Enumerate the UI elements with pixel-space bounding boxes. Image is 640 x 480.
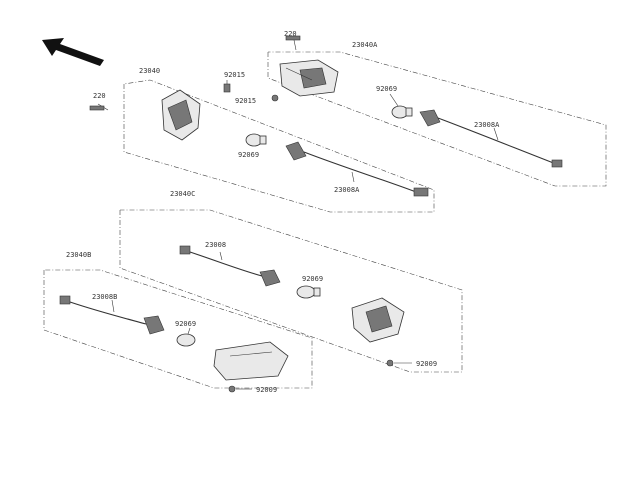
bulb-92069-d xyxy=(176,327,196,347)
label-92015-b-mid: 92015 xyxy=(235,97,256,105)
lens-23040C xyxy=(351,297,405,343)
screw-92015-b xyxy=(223,80,231,93)
socket-23008A-a xyxy=(419,109,563,168)
bulb-92069-c xyxy=(296,285,321,299)
label-23008A-a: 23008A xyxy=(474,121,500,129)
label-220-a: 220 xyxy=(284,30,297,38)
assembly-23040B: 23040B 23008B 92069 92009 xyxy=(43,251,313,394)
label-23008A-b: 23008A xyxy=(334,186,360,194)
nut-92015-b xyxy=(271,94,279,102)
label-92069-d: 92069 xyxy=(175,320,196,328)
screw-220-b xyxy=(89,103,109,111)
label-23040A-a: 23040A xyxy=(352,41,378,49)
lens-23040 xyxy=(161,89,201,141)
lens-23040B xyxy=(213,341,289,381)
label-92069-a: 92069 xyxy=(376,85,397,93)
socket-23008B-d xyxy=(59,295,165,335)
assembly-23040: 23040 220 92015 92015 92069 23008A xyxy=(89,67,435,213)
label-23008B-d: 23008B xyxy=(92,293,117,301)
label-92015-b-top: 92015 xyxy=(224,71,245,79)
label-23040C: 23040C xyxy=(170,190,195,198)
direction-arrow-icon xyxy=(42,38,104,66)
label-23040B: 23040B xyxy=(66,251,91,259)
label-92069-b: 92069 xyxy=(238,151,259,159)
nut-92009-d xyxy=(228,385,252,393)
label-220-b: 220 xyxy=(93,92,106,100)
assembly-23040C: 23040C 23008 92069 92009 xyxy=(119,190,463,373)
bulb-92069-b xyxy=(245,133,267,147)
screw-220-a xyxy=(285,35,301,51)
label-92069-c: 92069 xyxy=(302,275,323,283)
label-92009-d: 92009 xyxy=(256,386,277,394)
label-23040: 23040 xyxy=(139,67,160,75)
bulb-92069-a xyxy=(389,93,413,119)
lens-23040A xyxy=(279,59,339,97)
label-92009-c: 92009 xyxy=(416,360,437,368)
nut-92009-c xyxy=(386,359,412,367)
assembly-23040A: 220 23040A 92069 23008A xyxy=(267,30,607,187)
label-23008-c: 23008 xyxy=(205,241,226,249)
socket-23008A-b xyxy=(285,141,429,197)
socket-23008-c xyxy=(179,245,281,287)
